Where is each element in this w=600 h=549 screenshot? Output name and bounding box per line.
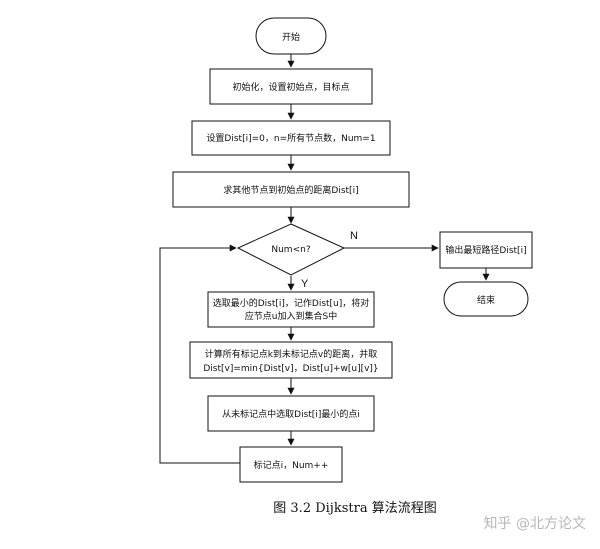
node-init-label: 初始化，设置初始点，目标点 xyxy=(232,81,349,93)
node-setup: 设置Dist[i]=0，n=所有节点数，Num=1 xyxy=(191,120,391,156)
edge-label-yes: Y xyxy=(301,278,309,290)
node-decision-label: Num<n? xyxy=(271,245,310,255)
node-mark: 标记点i，Num++ xyxy=(239,446,343,483)
node-compute-dist: 求其他节点到初始点的距离Dist[i] xyxy=(172,171,410,208)
node-init: 初始化，设置初始点，目标点 xyxy=(209,68,373,105)
arrow-loop-back xyxy=(159,244,240,464)
node-end: 结束 xyxy=(443,281,529,317)
node-pick-min-label: 从未标记点中选取Dist[i]最小的点i xyxy=(222,408,360,420)
node-setup-label: 设置Dist[i]=0，n=所有节点数，Num=1 xyxy=(206,132,375,144)
node-decision: Num<n? xyxy=(236,223,346,276)
node-end-label: 结束 xyxy=(477,294,495,306)
node-select-min-line2: 应节点u加入到集合S中 xyxy=(245,310,337,322)
node-select-min: 选取最小的Dist[i]，记作Dist[u]，将对 应节点u加入到集合S中 xyxy=(207,291,375,328)
node-output-label: 输出最短路径Dist[i] xyxy=(445,244,526,256)
edge-label-no: N xyxy=(350,230,358,242)
node-pick-min: 从未标记点中选取Dist[i]最小的点i xyxy=(207,395,375,432)
node-update-dist-line1: 计算所有标记点k到未标记点v的距离，并取 xyxy=(205,348,378,360)
node-start-label: 开始 xyxy=(282,31,300,43)
node-select-min-line1: 选取最小的Dist[i]，记作Dist[u]，将对 xyxy=(213,297,370,309)
node-output: 输出最短路径Dist[i] xyxy=(439,231,533,269)
connectors xyxy=(159,54,490,464)
watermark: 知乎 @北方论文 xyxy=(484,515,586,532)
node-start: 开始 xyxy=(255,17,327,55)
node-compute-dist-label: 求其他节点到初始点的距离Dist[i] xyxy=(223,184,358,196)
figure-caption: 图 3.2 Dijkstra 算法流程图 xyxy=(273,501,436,516)
node-update-dist-line2: Dist[v]=min{Dist[v]，Dist[u]+w[u][v]} xyxy=(203,364,378,374)
node-update-dist: 计算所有标记点k到未标记点v的距离，并取 Dist[v]=min{Dist[v]… xyxy=(189,341,393,379)
node-mark-label: 标记点i，Num++ xyxy=(254,459,329,471)
